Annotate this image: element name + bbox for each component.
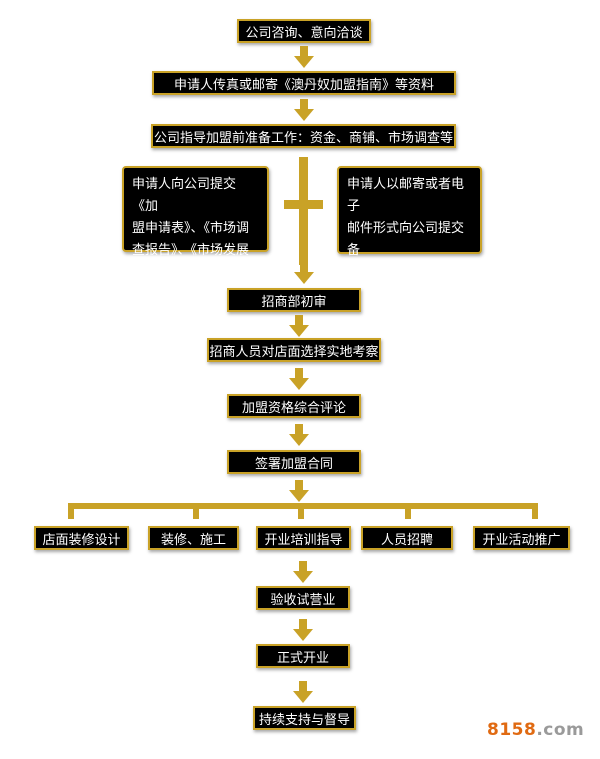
arrow-down-icon — [289, 315, 309, 337]
branch-tick — [193, 503, 199, 519]
branch-training: 开业培训指导 — [256, 526, 351, 550]
arrow-down-icon — [294, 262, 314, 284]
branch-tick — [68, 503, 74, 519]
branch-tick — [405, 503, 411, 519]
arrow-down-icon — [293, 681, 313, 703]
branch-store-design: 店面装修设计 — [34, 526, 129, 550]
step-sign-contract: 签署加盟合同 — [227, 450, 361, 474]
step-initial-review: 招商部初审 — [227, 288, 361, 312]
step-send-guide: 申请人传真或邮寄《澳丹奴加盟指南》等资料 — [152, 71, 456, 95]
arrow-down-icon — [294, 46, 314, 68]
step-trial-operation: 验收试营业 — [256, 586, 350, 610]
step-consult: 公司咨询、意向洽谈 — [237, 19, 371, 43]
step-ongoing-support: 持续支持与督导 — [253, 706, 356, 730]
connector-vertical — [299, 157, 308, 265]
arrow-down-icon — [293, 619, 313, 641]
branch-tick — [298, 503, 304, 519]
watermark-logo: 8158.com — [487, 720, 585, 740]
step-site-inspection: 招商人员对店面选择实地考察 — [207, 338, 381, 362]
branch-tick — [532, 503, 538, 519]
arrow-down-icon — [289, 424, 309, 446]
connector-cross — [284, 200, 323, 209]
step-grand-opening: 正式开业 — [256, 644, 350, 668]
arrow-down-icon — [289, 368, 309, 390]
branch-promotion: 开业活动推广 — [473, 526, 570, 550]
note-submit-forms: 申请人向公司提交《加 盟申请表》、《市场调 查报告》、《市场发展 计划》等 — [122, 166, 269, 280]
arrow-down-icon — [289, 480, 309, 502]
arrow-down-icon — [294, 99, 314, 121]
step-preparation: 公司指导加盟前准备工作：资金、商铺、市场调查等 — [151, 124, 456, 148]
branch-construction: 装修、施工 — [148, 526, 239, 550]
arrow-down-icon — [293, 561, 313, 583]
note-submit-photos: 申请人以邮寄或者电子 邮件形式向公司提交备 选店面照片 — [337, 166, 482, 280]
step-qualification: 加盟资格综合评论 — [227, 394, 361, 418]
branch-recruitment: 人员招聘 — [361, 526, 453, 550]
